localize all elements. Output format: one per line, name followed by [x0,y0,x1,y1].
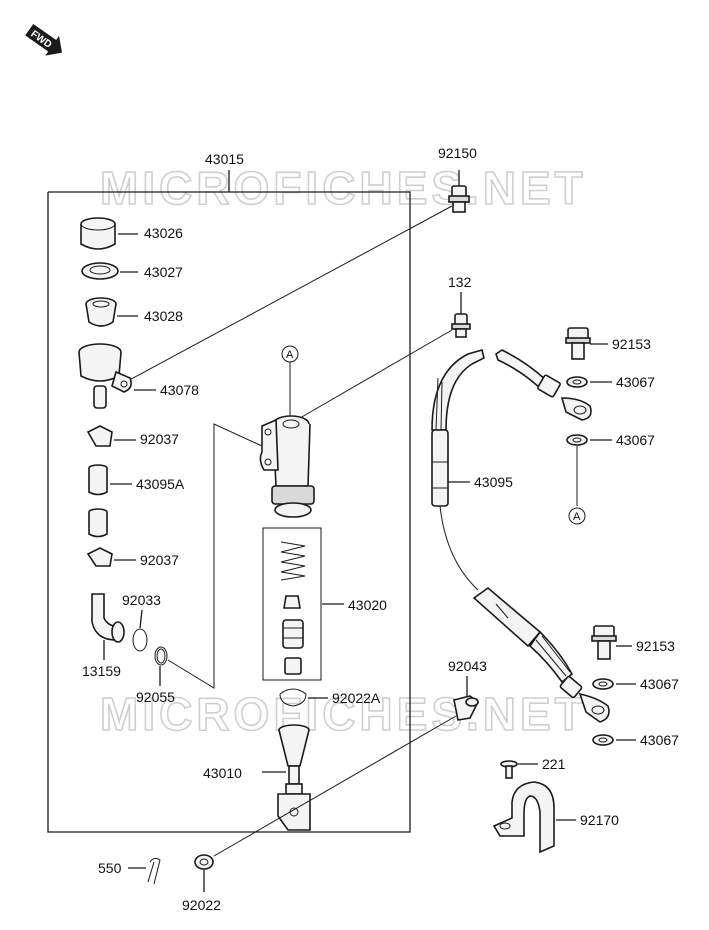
label-43028: 43028 [144,308,183,324]
part-92153-banjo-bolt-lower [591,625,632,660]
part-43026-cap [80,217,138,250]
label-43067-2: 43067 [616,432,655,448]
label-92037-lower: 92037 [140,552,179,568]
label-92153-upper: 92153 [612,336,651,352]
leader-92150-to-reservoir [121,205,453,385]
label-92170: 92170 [580,812,619,828]
part-92022A-circlip [279,688,328,707]
label-43010: 43010 [203,765,242,781]
label-92037-upper: 92037 [140,431,179,447]
watermark-bottom: MICROFICHES.NET [100,688,587,740]
label-13159: 13159 [82,663,121,679]
leader-bracket-cylinder [167,423,263,689]
ref-marker-hose [568,507,586,525]
part-92055-oring [154,646,168,686]
part-92033-circlip [132,609,148,652]
label-92153-lower: 92153 [636,638,675,654]
part-43067-washer-3 [592,678,636,690]
label-92022: 92022 [182,897,221,913]
label-92055: 92055 [136,689,175,705]
part-43095A-hose [88,464,132,538]
label-43020: 43020 [348,597,387,613]
label-132: 132 [448,274,472,290]
part-92037-clamp-lower [86,547,136,567]
part-master-cylinder-body [259,415,315,518]
ref-letter-cylinder: A [286,349,294,361]
part-43095-brake-hose [431,349,610,723]
label-43067-3: 43067 [640,676,679,692]
label-43067-4: 43067 [640,732,679,748]
part-13159-elbow [91,593,125,660]
assembly-frame-43015 [47,170,411,833]
label-43026: 43026 [144,225,183,241]
label-550: 550 [98,860,122,876]
part-43067-washer-1 [566,376,612,388]
part-43078-reservoir [78,343,156,409]
part-43027-diaphragm [81,262,138,280]
leader-92043-to-washer [213,715,457,857]
ref-letter-hose: A [573,511,581,523]
part-43028-seal [85,297,138,327]
part-132-bolt [451,292,471,338]
label-92022A: 92022A [332,690,381,706]
part-92153-banjo-bolt-upper [565,327,608,360]
label-92033: 92033 [122,592,161,608]
part-550-cotter-pin [128,857,161,885]
label-221: 221 [542,756,566,772]
label-43067-1: 43067 [616,374,655,390]
label-43015: 43015 [205,151,244,167]
part-92150-bolt [448,170,470,213]
label-43095A: 43095A [136,476,185,492]
label-43027: 43027 [144,264,183,280]
part-92022-washer [194,854,214,892]
label-43095: 43095 [474,474,513,490]
part-43067-washer-2 [566,434,612,506]
part-43020-piston-kit [262,527,344,681]
label-92043: 92043 [448,658,487,674]
part-43067-washer-4 [592,734,636,746]
part-92043-pin [453,676,480,721]
watermark-top: MICROFICHES.NET [100,162,587,214]
label-43078: 43078 [160,382,199,398]
part-43010-pushrod [262,724,311,831]
leader-132-to-cylinder [299,329,453,419]
part-92170-clamp [492,781,576,854]
part-221-screw [500,760,538,779]
fwd-arrow-icon: FWD [25,23,63,56]
part-92037-clamp-upper [86,425,136,447]
label-92150: 92150 [438,145,477,161]
